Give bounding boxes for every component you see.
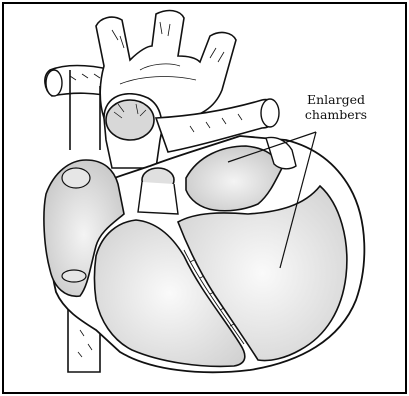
pulmonary-artery <box>104 94 162 168</box>
label-line-2: chambers <box>286 107 386 122</box>
aortic-root <box>138 168 178 214</box>
atrium-lower-opening <box>62 270 86 282</box>
enlarged-chambers-label: Enlarged chambers <box>286 92 386 122</box>
label-line-1: Enlarged <box>286 92 386 107</box>
atrium-opening <box>62 168 90 188</box>
